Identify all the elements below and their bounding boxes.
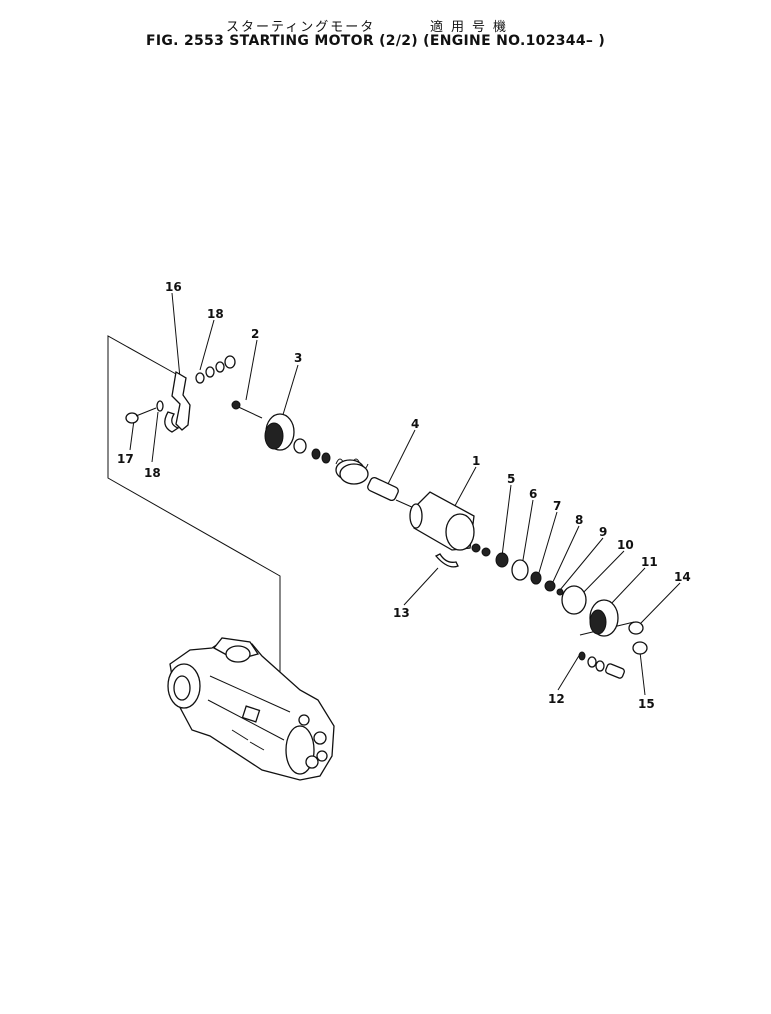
callout-16: 16 [165,280,182,294]
part-3-pinion-gear [264,413,295,451]
callout-6: 6 [529,487,537,501]
part-11-cover [589,599,619,637]
callout-8: 8 [575,513,583,527]
callout-13: 13 [393,606,410,620]
callout-7: 7 [553,499,561,513]
callout-5: 5 [507,472,515,486]
callout-9: 9 [599,525,607,539]
callout-1: 1 [472,454,480,468]
parts-5-to-9 [471,543,564,596]
part-18-washer-lower [156,400,164,412]
callout-labels: 16 18 2 3 17 18 4 1 5 6 7 8 9 10 11 14 1… [117,280,691,711]
figure-title: FIG. 2553 STARTING MOTOR (2/2) (ENGINE N… [146,33,606,49]
callout-11: 11 [641,555,658,569]
callout-12: 12 [548,692,565,706]
callout-2: 2 [251,327,259,341]
callout-10: 10 [617,538,634,552]
part-16-lever [164,370,191,433]
applicability-label: 適用号機 [430,20,515,35]
callout-18-lower: 18 [144,466,161,480]
callout-18-upper: 18 [207,307,224,321]
small-rings [293,438,331,464]
part-13-clip [434,553,459,568]
part-15-cap [632,641,648,655]
callout-14: 14 [674,570,691,584]
callout-17: 17 [117,452,134,466]
part-14-cap [628,621,644,635]
callout-3: 3 [294,351,302,365]
starting-motor-assembly [167,637,335,781]
part-1-housing [409,491,475,551]
part-12-screw [578,651,625,679]
callout-15: 15 [638,697,655,711]
part-18-washers-upper [195,355,236,384]
callout-4: 4 [411,417,419,431]
part-2-shaft [231,400,263,419]
japanese-title: スターティングモータ [226,20,376,35]
part-4-plunger [367,476,415,509]
part-10-o-ring [561,585,587,615]
part-17-bolt [125,407,157,424]
assembly-bracket [107,335,281,672]
spring [335,458,369,485]
